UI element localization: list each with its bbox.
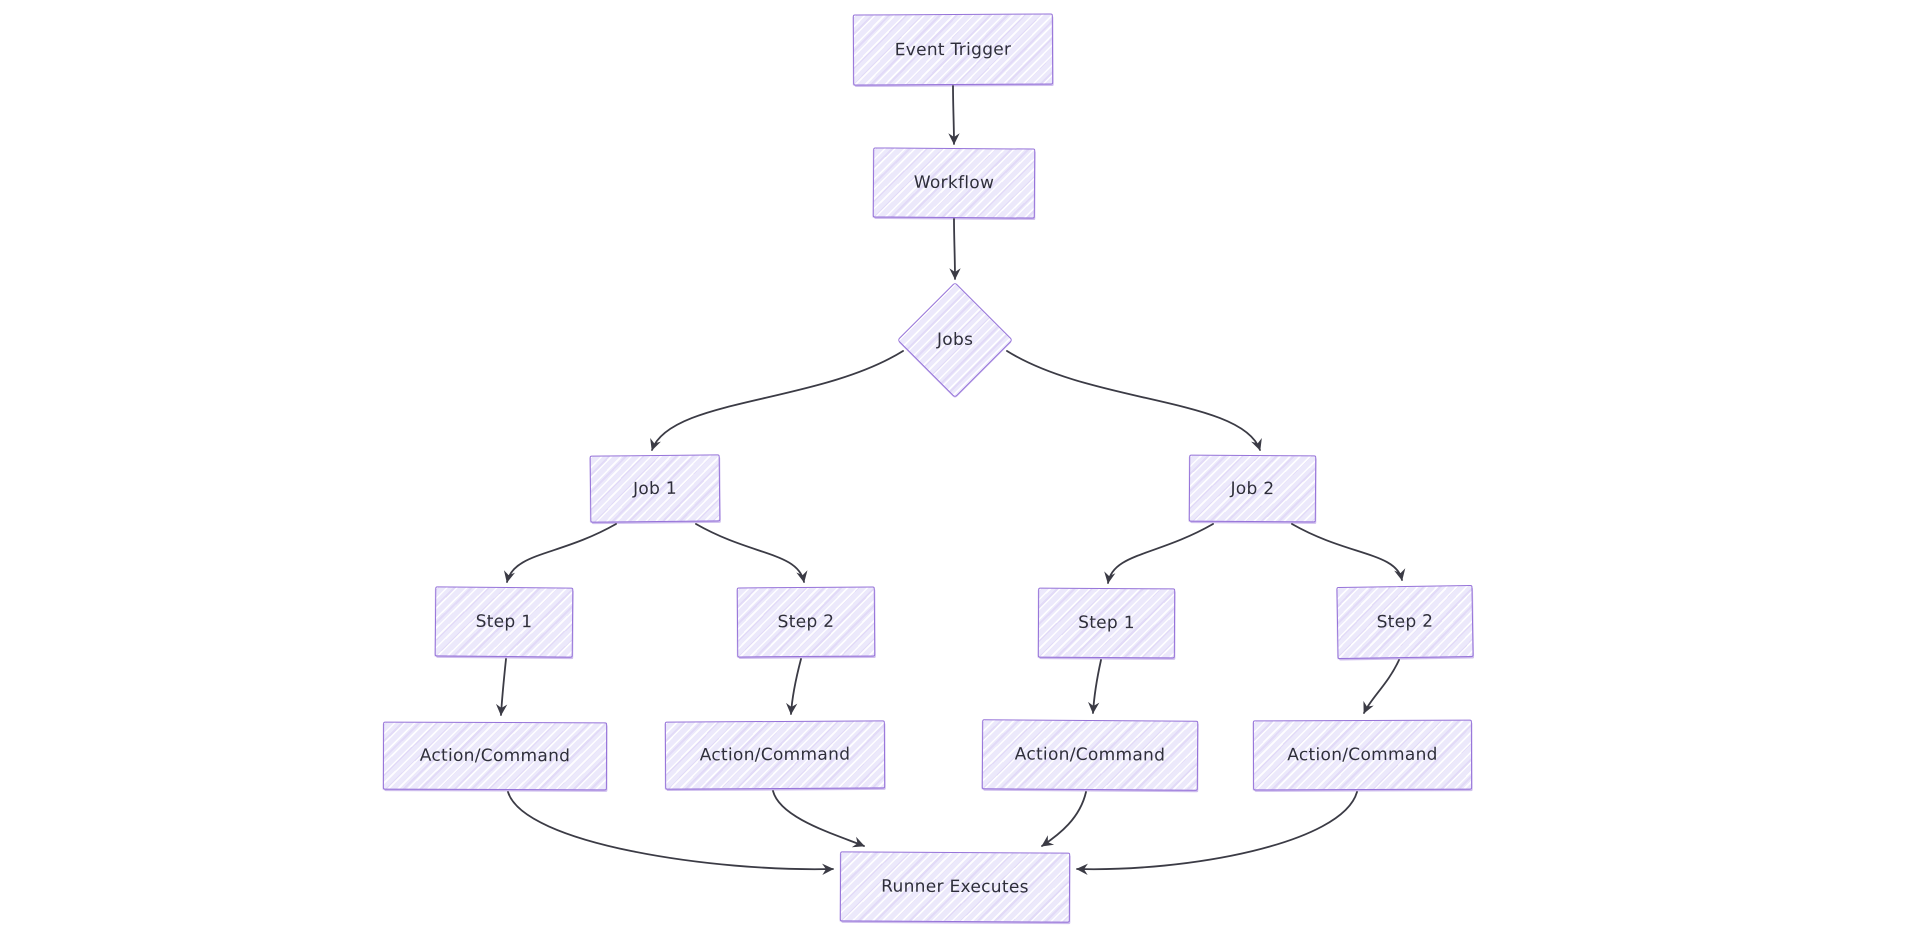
edge-job-2-to-step-2	[1291, 523, 1406, 581]
node-label: Step 1	[475, 611, 533, 633]
node-label: Runner Executes	[881, 876, 1029, 898]
node-label: Step 2	[1376, 611, 1434, 633]
node-label: Action/Command	[1287, 744, 1438, 766]
node-label: Step 2	[777, 611, 835, 633]
node-label: Workflow	[913, 172, 995, 194]
node-action-1: Action/Command	[382, 721, 608, 791]
edge-jobs-to-job-2	[1006, 350, 1262, 451]
edge-step-2a-to-action-2	[786, 658, 802, 715]
node-workflow: Workflow	[872, 147, 1036, 219]
edge-job-1-to-step-1	[503, 523, 617, 583]
node-label: Action/Command	[419, 745, 571, 767]
edge-workflow-to-jobs	[949, 218, 961, 280]
node-label: Step 1	[1078, 612, 1135, 634]
node-job1-step-1: Step 1	[434, 586, 574, 658]
node-action-2: Action/Command	[664, 720, 886, 790]
node-job-1: Job 1	[589, 454, 721, 523]
node-label: Job 1	[632, 478, 678, 499]
node-job2-step-2: Step 2	[1336, 584, 1474, 660]
edge-step-1a-to-action-1	[495, 658, 508, 716]
node-runner: Runner Executes	[839, 851, 1071, 923]
node-action-3: Action/Command	[981, 719, 1199, 791]
edge-action-1-to-runner	[507, 791, 834, 875]
node-job2-step-1: Step 1	[1037, 587, 1176, 659]
node-job-2: Job 2	[1188, 454, 1317, 523]
edge-action-4-to-runner	[1076, 791, 1358, 875]
node-label: Action/Command	[699, 744, 851, 766]
node-label: Event Trigger	[894, 39, 1012, 60]
edge-action-3-to-runner	[1041, 791, 1087, 847]
node-action-4: Action/Command	[1252, 719, 1473, 791]
node-event-trigger: Event Trigger	[852, 13, 1054, 86]
edge-step-2b-to-action-4	[1363, 659, 1400, 714]
edge-job-2-to-step-1	[1104, 523, 1214, 584]
node-jobs-decision: Jobs	[897, 282, 1013, 398]
node-label: Action/Command	[1014, 744, 1166, 766]
edge-step-1b-to-action-3	[1088, 659, 1102, 714]
edge-event-trigger-to-workflow	[948, 85, 960, 145]
edge-job-1-to-step-2	[695, 523, 808, 583]
node-label: Job 2	[1230, 478, 1275, 499]
edge-action-2-to-runner	[772, 790, 865, 848]
edge-jobs-to-job-1	[650, 350, 904, 451]
node-label: Jobs	[936, 329, 974, 350]
node-job1-step-2: Step 2	[736, 586, 876, 658]
